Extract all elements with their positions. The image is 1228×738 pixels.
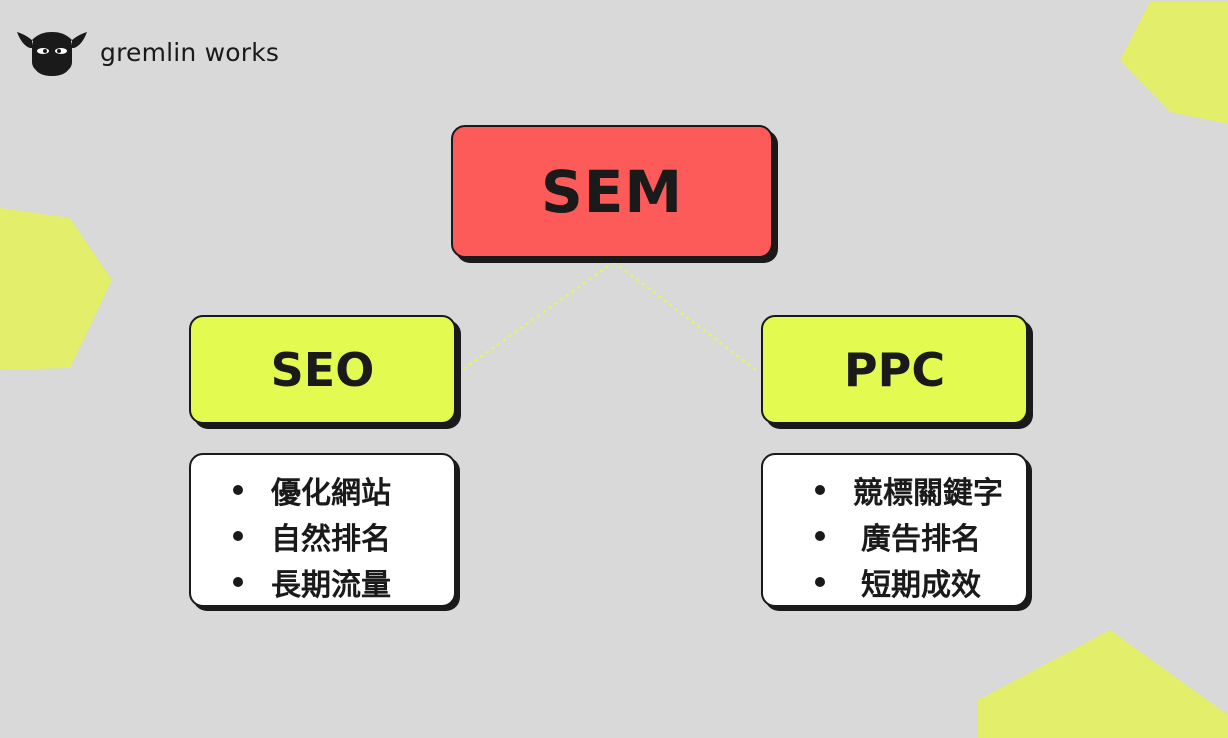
- bullet-icon: [815, 531, 825, 541]
- list-item-label: 自然排名: [271, 522, 391, 557]
- decor-hexagon-top-right: [1120, 2, 1228, 124]
- node-seo: SEO: [189, 315, 456, 424]
- brand-logo[interactable]: gremlin works: [14, 26, 279, 78]
- ppc-list: 競標關鍵字 廣告排名 短期成效: [761, 453, 1028, 607]
- decor-hexagon-left: [0, 208, 112, 370]
- seo-list: 優化網站 自然排名 長期流量: [189, 453, 456, 607]
- node-ppc: PPC: [761, 315, 1028, 424]
- list-item-label: 長期流量: [271, 568, 391, 603]
- connector-sem-ppc: [613, 261, 757, 371]
- list-item: 自然排名: [191, 513, 454, 559]
- list-item: 長期流量: [191, 559, 454, 605]
- list-item-label: 競標關鍵字: [853, 476, 1003, 511]
- list-item-label: 廣告排名: [861, 522, 981, 557]
- bullet-icon: [815, 577, 825, 587]
- list-item-label: 短期成效: [861, 568, 981, 603]
- bullet-icon: [233, 577, 243, 587]
- decor-hexagon-bottom-right: [978, 630, 1228, 738]
- gremlin-mascot-icon: [17, 32, 87, 76]
- list-item-label: 優化網站: [271, 476, 391, 511]
- node-sem: SEM: [451, 125, 773, 258]
- connector-sem-seo: [461, 261, 615, 371]
- list-item: 競標關鍵字: [763, 467, 1026, 513]
- list-item: 短期成效: [763, 559, 1026, 605]
- bullet-icon: [233, 531, 243, 541]
- list-item: 優化網站: [191, 467, 454, 513]
- bullet-icon: [233, 485, 243, 495]
- brand-name: gremlin works: [100, 37, 280, 67]
- list-item: 廣告排名: [763, 513, 1026, 559]
- bullet-icon: [815, 485, 825, 495]
